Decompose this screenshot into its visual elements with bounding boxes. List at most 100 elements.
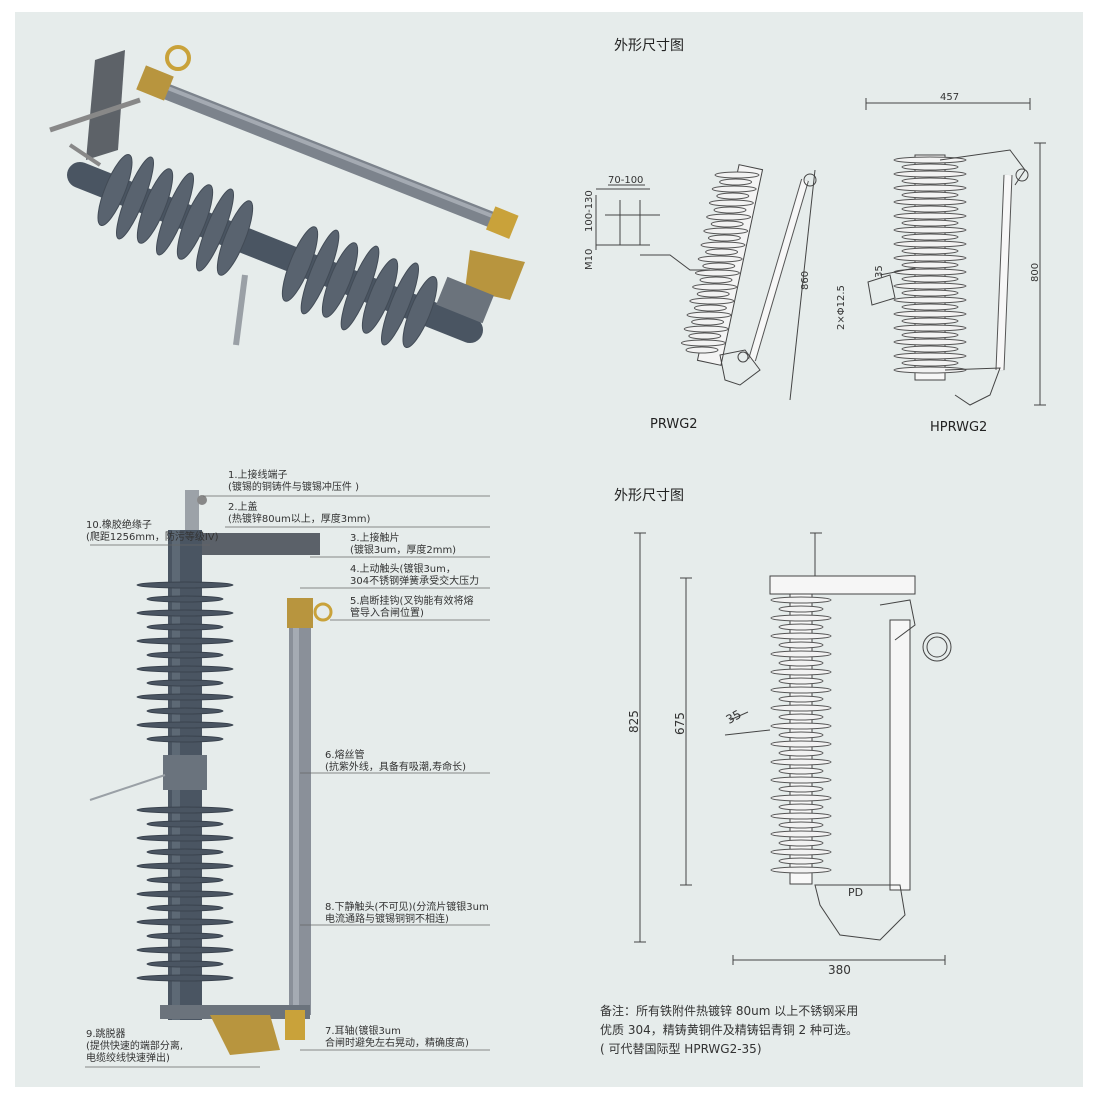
insulator-shed xyxy=(707,234,741,242)
dim-prwg2-bracket-w: 70-100 xyxy=(608,175,644,186)
insulator-shed xyxy=(710,220,744,228)
insulator-shed xyxy=(136,581,234,589)
insulator-shed xyxy=(146,960,224,968)
insulator-shed xyxy=(778,821,824,829)
insulator-shed xyxy=(146,623,224,631)
insulator-shed xyxy=(146,848,224,856)
part-6-label: 6.熔丝管(抗紫外线，具备有吸潮,寿命长) xyxy=(325,750,466,773)
insulator-shed xyxy=(702,262,736,270)
insulator-shed xyxy=(778,749,824,757)
insulator-shed xyxy=(770,740,832,748)
insulator-shed xyxy=(901,261,959,269)
dim-prwg2-length: 860 xyxy=(800,270,811,290)
insulator-shed xyxy=(686,311,732,319)
insulator-shed xyxy=(706,213,752,221)
dim-height-inner: 675 xyxy=(673,712,687,735)
insulator-shed xyxy=(901,303,959,311)
dim-prwg2-bracket-h: 100-130 xyxy=(584,190,595,232)
insulator-shed xyxy=(770,632,832,640)
part-10-label: 10.橡胶绝缘子(爬距1256mm，防污等级IV) xyxy=(86,520,219,543)
insulator-shed xyxy=(778,677,824,685)
insulator-shed xyxy=(136,974,234,982)
insulator-shed xyxy=(689,297,735,305)
insulator-shed xyxy=(146,679,224,687)
insulator-shed xyxy=(136,918,234,926)
insulator-shed xyxy=(696,290,730,298)
insulator-shed xyxy=(693,304,727,312)
insulator-shed xyxy=(778,641,824,649)
insulator-shed xyxy=(893,226,967,234)
insulator-shed xyxy=(719,178,753,186)
insulator-shed xyxy=(901,275,959,283)
dim-hprwg2-width: 457 xyxy=(940,92,960,103)
insulator-shed xyxy=(901,205,959,213)
insulator-shed xyxy=(136,665,234,673)
part-5-label: 5.启断挂钩(叉钩能有效将熔管导入合闸位置) xyxy=(350,596,474,619)
dim-width: 380 xyxy=(828,963,851,977)
model-label-prwg2: PRWG2 xyxy=(650,417,698,432)
insulator-shed xyxy=(893,198,967,206)
dim-height-total: 825 xyxy=(627,710,641,733)
prwg2-drawing xyxy=(595,164,817,401)
insulator-shed xyxy=(136,834,234,842)
insulator-shed xyxy=(136,862,234,870)
part-1-label: 1.上接线端子(镀锡的铜铸件与镀锡冲压件 ) xyxy=(228,470,359,493)
insulator-shed xyxy=(711,185,757,193)
dim-hprwg2-height: 800 xyxy=(1030,262,1041,282)
insulator-shed xyxy=(136,946,234,954)
insulator-shed xyxy=(901,177,959,185)
insulator-shed xyxy=(893,240,967,248)
insulator-shed xyxy=(770,686,832,694)
insulator-shed xyxy=(146,735,224,743)
insulator-shed xyxy=(691,318,725,326)
insulator-shed xyxy=(778,623,824,631)
leader-lines xyxy=(85,495,490,1068)
insulator-shed xyxy=(778,839,824,847)
insulator-shed xyxy=(770,704,832,712)
part-4-label: 4.上动触头(镀银3um，304不锈钢弹簧承受交大压力 xyxy=(350,564,480,587)
insulator-shed xyxy=(703,227,749,235)
part-3-label: 3.上接触片(镀银3um，厚度2mm) xyxy=(350,533,457,556)
insulator-shed xyxy=(688,332,722,340)
insulator-shed xyxy=(893,254,967,262)
insulator-shed xyxy=(713,206,747,214)
insulator-shed xyxy=(146,904,224,912)
insulator-shed xyxy=(778,731,824,739)
insulator-shed xyxy=(146,595,224,603)
insulator-shed xyxy=(136,609,234,617)
product-photo xyxy=(49,45,525,348)
insulator-shed xyxy=(778,713,824,721)
insulator-shed xyxy=(694,269,740,277)
insulator-shed xyxy=(893,170,967,178)
insulator-shed xyxy=(893,310,967,318)
insulator-shed xyxy=(770,794,832,802)
insulator-shed xyxy=(146,876,224,884)
bottom-dimension-drawing xyxy=(634,532,952,965)
insulator-shed xyxy=(699,276,733,284)
dim-prwg2-bolt: M10 xyxy=(584,248,595,270)
part-9-label: 9.跳脱器(提供快速的端部分离,电缆绞线快速弹出) xyxy=(86,1029,184,1064)
insulator-shed xyxy=(700,241,746,249)
insulator-shed xyxy=(146,707,224,715)
insulator-shed xyxy=(770,668,832,676)
insulator-shed xyxy=(901,247,959,255)
insulator-shed xyxy=(716,192,750,200)
insulator-shed xyxy=(692,283,738,291)
remark-note: 备注：所有铁附件热镀锌 80um 以上不锈钢采用 优质 304，精铸黄铜件及精铸… xyxy=(600,1004,859,1056)
outline-title-top: 外形尺寸图 xyxy=(614,38,684,54)
insulator-shed xyxy=(901,289,959,297)
insulator-shed xyxy=(778,785,824,793)
insulator-shed xyxy=(893,338,967,346)
insulator-shed xyxy=(901,191,959,199)
insulator-shed xyxy=(146,820,224,828)
insulator-shed xyxy=(770,866,832,874)
insulator-shed xyxy=(893,282,967,290)
insulator-shed xyxy=(136,890,234,898)
insulator-shed xyxy=(714,171,760,179)
pd-label: PD xyxy=(848,886,864,899)
insulator-shed xyxy=(901,233,959,241)
dim-hprwg2-holes: 2×Φ12.5 xyxy=(836,285,847,330)
